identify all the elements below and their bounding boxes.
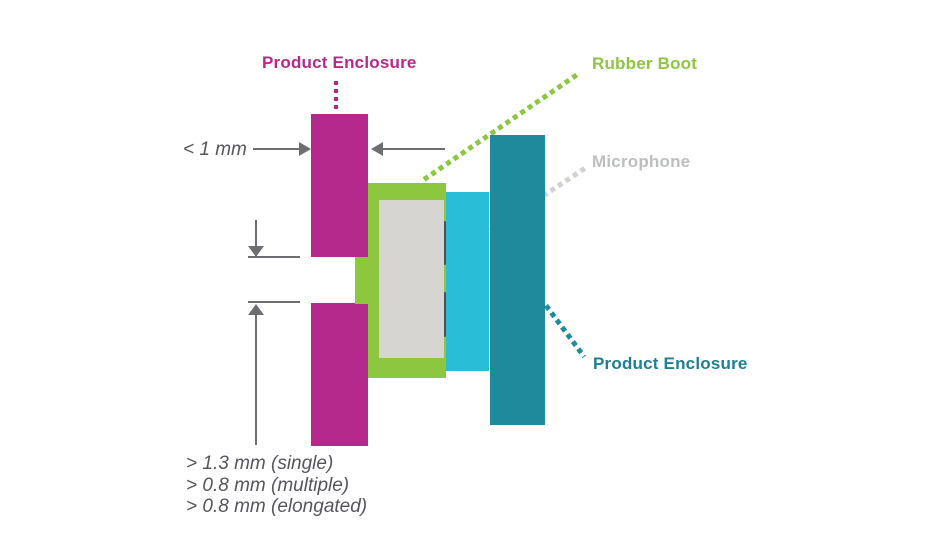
leader-dotted-teal-icon <box>543 304 587 359</box>
arrow-left-icon <box>371 142 383 156</box>
arrow-right-icon <box>299 142 311 156</box>
microphone-body <box>379 200 444 358</box>
dimension-arrow-line-left <box>253 148 300 150</box>
dimension-tick-bottom <box>248 301 300 303</box>
label-product-enclosure-rear: Product Enclosure <box>593 354 748 373</box>
label-microphone: Microphone <box>592 152 691 171</box>
label-rubber-boot: Rubber Boot <box>592 54 698 73</box>
dimension-vertical-line-bottom <box>255 315 257 445</box>
label-product-enclosure-front: Product Enclosure <box>262 53 417 72</box>
hole-size-multiple: > 0.8 mm (multiple) <box>186 474 350 496</box>
arrow-down-icon <box>248 246 264 257</box>
arrow-up-icon <box>248 304 264 315</box>
leader-dotted-magenta-icon <box>334 81 338 113</box>
microphone-package <box>446 192 489 371</box>
dimension-vertical-line-top <box>255 220 257 246</box>
hole-size-single: > 1.3 mm (single) <box>186 453 334 474</box>
rubber-boot-port-tab <box>355 257 369 304</box>
dimension-wall-thickness: < 1 mm <box>183 139 247 160</box>
dimension-hole-sizes: > 1.3 mm (single) > 0.8 mm (multiple) > … <box>186 453 367 518</box>
front-enclosure-wall-bottom <box>311 303 368 446</box>
dimension-tick-top <box>248 256 300 258</box>
front-enclosure-wall-top <box>311 114 368 257</box>
rear-enclosure-wall <box>490 135 545 425</box>
dimension-arrow-line-right <box>383 148 445 150</box>
hole-size-elongated: > 0.8 mm (elongated) <box>186 496 368 517</box>
